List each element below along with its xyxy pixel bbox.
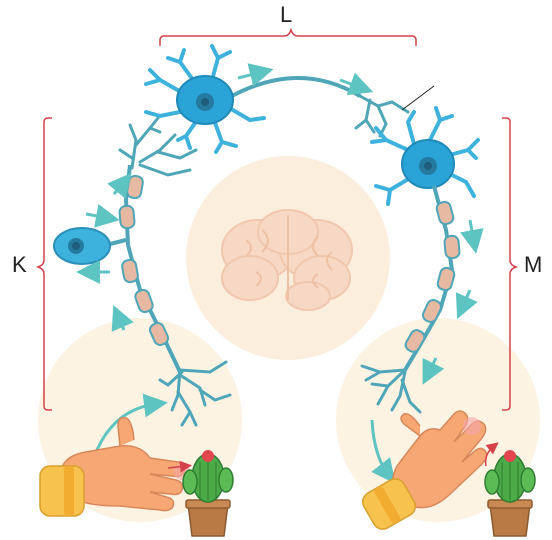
bracket-k — [38, 118, 52, 410]
label-l: L — [280, 4, 292, 26]
interneuron — [146, 46, 434, 152]
label-k: K — [12, 254, 27, 276]
brain-icon — [222, 210, 352, 310]
bracket-l — [160, 30, 416, 46]
label-m: M — [524, 254, 542, 276]
